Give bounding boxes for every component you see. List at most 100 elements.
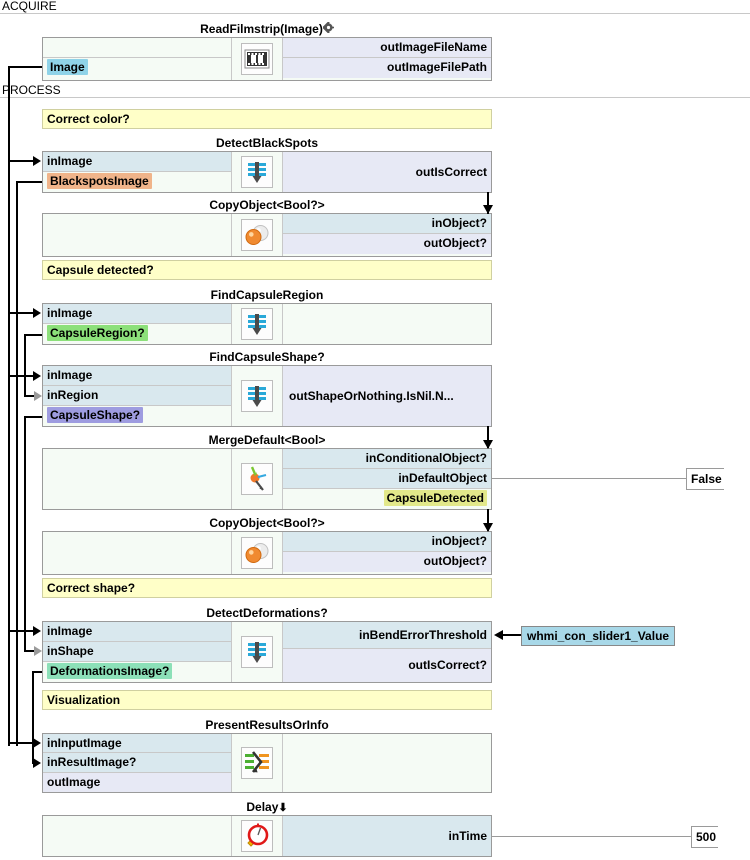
copy-object-icon-frame [241,537,273,569]
wire-intime-to-500 [492,836,692,837]
filter-down-icon-frame [241,308,273,340]
filmstrip-icon-frame [241,43,273,75]
port-in-default-object[interactable]: inDefaultObject [283,469,491,489]
port-deformations-image-label: DeformationsImage? [47,663,173,679]
port-blackspots-image[interactable]: BlackspotsImage [43,172,231,192]
node-read-filmstrip[interactable]: ReadFilmstrip(Image) Image [42,21,492,81]
port-in-shape[interactable]: inShape [43,642,231,662]
wire-left-trunk-2 [16,181,18,746]
node-find-capsule-shape[interactable]: FindCapsuleShape? inImage inRegion Capsu… [42,350,492,427]
down-arrow-icon[interactable]: ⬇ [278,802,288,814]
node-title-merge-default: MergeDefault<Bool> [208,433,326,447]
wire-deformationsimage-down [32,671,34,763]
port-out-object[interactable]: outObject? [283,552,491,572]
wire-merge-to-copy2 [487,509,489,531]
section-acquire-label: ACQUIRE [2,0,62,13]
arrow-present-inresultimage [33,758,41,768]
node-copy-object-1[interactable]: CopyObject<Bool?> inObject? outObject? [42,198,492,257]
wire-outiscorrect-to-inobject [487,192,489,214]
node-title-detect-deformations: DetectDeformations? [206,606,328,620]
port-out-object[interactable]: outObject? [283,234,491,254]
copy-object-icon-frame [241,219,273,251]
filter-down-icon[interactable] [231,366,283,426]
port-out-is-correct[interactable]: outIsCorrect [283,152,491,192]
comment-capsule-detected[interactable]: Capsule detected? [42,260,492,280]
port-capsule-shape[interactable]: CapsuleShape? [43,406,231,426]
port-capsule-detected[interactable]: CapsuleDetected [283,489,491,509]
filter-down-icon[interactable] [231,622,283,682]
filmstrip-icon[interactable] [231,38,283,80]
port-out-image-file-name[interactable]: outImageFileName [283,38,491,58]
filter-down-icon-frame [241,636,273,668]
node-title-find-capsule-region: FindCapsuleRegion [210,288,324,302]
external-box-hmi-slider[interactable]: whmi_con_slider1_Value [521,626,676,646]
node-title-delay: Delay⬇ [42,800,492,815]
wire-default-to-false [492,478,687,479]
node-delay[interactable]: Delay⬇ inTime [42,800,492,857]
port-out-image-file-path[interactable]: outImageFilePath [283,58,491,78]
port-in-object[interactable]: inObject? [283,214,491,234]
wire-capsuleregion-out [24,334,42,336]
arrow-merge-inconditional [483,440,493,449]
wire-capsuleregion-to-inregion [24,395,36,397]
port-out-is-correct[interactable]: outIsCorrect? [283,649,491,682]
port-image-label: Image [47,59,88,75]
port-in-time[interactable]: inTime [283,816,491,856]
node-merge-default[interactable]: MergeDefault<Bool> inConditi [42,433,492,510]
filter-down-icon[interactable] [231,304,283,344]
node-copy-object-2[interactable]: CopyObject<Bool?> inObject? outObject? [42,516,492,575]
port-in-bend-error-threshold[interactable]: inBendErrorThreshold [283,622,491,649]
wire-image-out [8,66,42,68]
node-present-results-or-info[interactable]: PresentResultsOrInfo inInputImage inResu… [42,718,492,793]
port-in-object[interactable]: inObject? [283,532,491,552]
gear-icon[interactable] [321,21,334,36]
wire-slider-to-threshold [503,634,521,636]
node-detect-black-spots[interactable]: DetectBlackSpots inImage BlackspotsImage [42,136,492,193]
port-in-image[interactable]: inImage [43,152,231,172]
comment-correct-shape[interactable]: Correct shape? [42,578,492,598]
port-in-conditional-object[interactable]: inConditionalObject? [283,449,491,469]
clock-icon-frame [241,820,273,852]
port-deformations-image[interactable]: DeformationsImage? [43,662,231,682]
wire-capsuleshape-to-inshape [24,650,36,652]
port-in-image[interactable]: inImage [43,366,231,386]
node-detect-deformations[interactable]: DetectDeformations? inImage inShape Defo… [42,606,492,683]
arrow-present-ininputimage [33,738,41,748]
merge-default-icon-frame [241,463,273,495]
port-capsule-region[interactable]: CapsuleRegion? [43,324,231,344]
port-image[interactable]: Image [43,58,231,78]
node-title-read-filmstrip: ReadFilmstrip(Image) [42,21,492,36]
port-in-region[interactable]: inRegion [43,386,231,406]
section-divider [0,97,750,98]
node-find-capsule-region[interactable]: FindCapsuleRegion inImage CapsuleRegion? [42,288,492,345]
section-divider [0,13,750,14]
port-capsule-region-label: CapsuleRegion? [47,325,148,341]
external-value-delay-time[interactable]: 500 [691,826,719,848]
comment-visualization[interactable]: Visualization [42,690,492,710]
copy-object-icon[interactable] [231,532,283,574]
port-out-shape-or-nothing[interactable]: outShapeOrNothing.IsNil.N... [283,366,491,426]
copy-object-icon[interactable] [231,214,283,256]
filter-down-icon[interactable] [231,152,283,192]
wire-to-findcapsuleshape-inimage [8,375,34,377]
arrow-findcapsuleshape-inregion [34,391,42,401]
port-capsule-detected-label: CapsuleDetected [383,490,487,506]
clock-icon[interactable] [231,816,283,856]
arrow-detectdeformations-inimage [33,626,41,636]
comment-correct-color[interactable]: Correct color? [42,109,492,129]
port-in-result-image[interactable]: inResultImage? [43,753,231,773]
merge-default-icon[interactable] [231,449,283,509]
external-value-false[interactable]: False [686,468,724,490]
port-in-image[interactable]: inImage [43,304,231,324]
port-empty [43,38,231,58]
arrow-detectblackspots-inimage [33,156,41,166]
wire-capsuleregion-down [24,334,26,396]
wire-to-detectdeformations-inimage [8,630,34,632]
node-title-present-results-or-info: PresentResultsOrInfo [205,718,329,732]
port-in-input-image[interactable]: inInputImage [43,734,231,754]
port-in-image[interactable]: inImage [43,622,231,642]
port-out-image[interactable]: outImage [43,772,231,792]
present-results-icon[interactable] [231,734,283,792]
node-title-text: ReadFilmstrip(Image) [200,22,323,36]
